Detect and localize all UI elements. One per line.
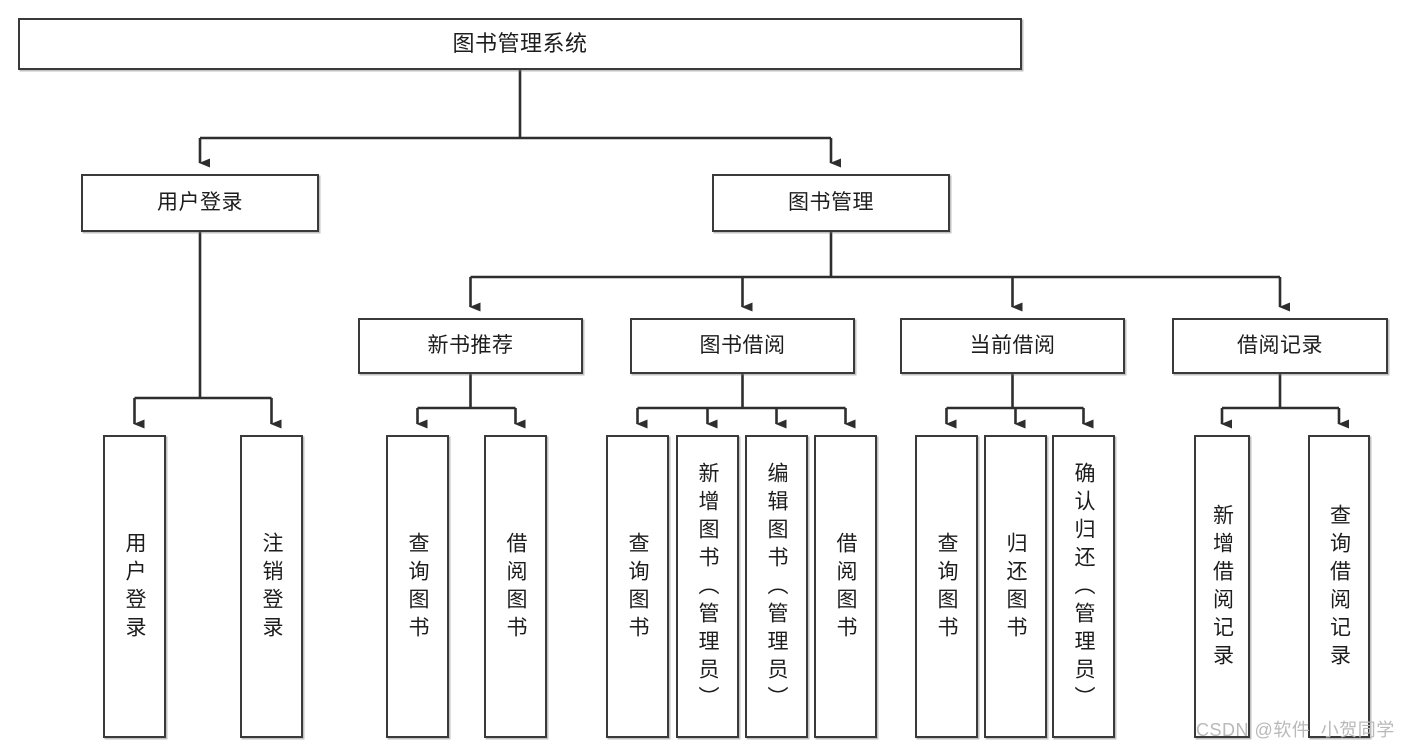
node-new-book-recommend[interactable]: 新书推荐: [358, 318, 583, 374]
node-book-borrow-label: 图书借阅: [699, 333, 786, 357]
node-leaf-return-book[interactable]: 归还图书: [984, 435, 1047, 738]
node-borrow-record-label: 借阅记录: [1237, 333, 1323, 357]
node-current-borrow[interactable]: 当前借阅: [900, 318, 1125, 374]
node-book-manage[interactable]: 图书管理: [712, 174, 950, 232]
node-leaf-user-login-label: 用户登录: [123, 531, 146, 644]
node-leaf-edit-book-label: 编辑图书（管理员）: [765, 461, 788, 714]
node-leaf-query-book-3[interactable]: 查询图书: [915, 435, 978, 738]
node-leaf-borrow-book-2-label: 借阅图书: [834, 531, 857, 644]
node-leaf-add-book-label: 新增图书（管理员）: [696, 461, 719, 714]
node-leaf-logout-label: 注销登录: [260, 531, 283, 644]
node-leaf-query-record[interactable]: 查询借阅记录: [1308, 435, 1370, 738]
node-leaf-user-login[interactable]: 用户登录: [103, 435, 166, 738]
node-leaf-add-record[interactable]: 新增借阅记录: [1194, 435, 1250, 738]
node-new-book-recommend-label: 新书推荐: [427, 333, 514, 357]
node-root-system-label: 图书管理系统: [452, 31, 588, 57]
node-user-login-label: 用户登录: [157, 190, 243, 214]
node-current-borrow-label: 当前借阅: [969, 333, 1056, 357]
node-leaf-edit-book[interactable]: 编辑图书（管理员）: [745, 435, 808, 738]
node-borrow-record[interactable]: 借阅记录: [1172, 318, 1388, 374]
node-book-manage-label: 图书管理: [788, 190, 874, 214]
node-leaf-query-book-1[interactable]: 查询图书: [386, 435, 449, 738]
node-root-system[interactable]: 图书管理系统: [18, 18, 1022, 70]
node-user-login[interactable]: 用户登录: [81, 174, 319, 232]
node-leaf-logout[interactable]: 注销登录: [240, 435, 303, 738]
node-leaf-return-book-label: 归还图书: [1004, 531, 1027, 644]
node-leaf-confirm-return-label: 确认归还（管理员）: [1072, 461, 1095, 714]
node-leaf-borrow-book-2[interactable]: 借阅图书: [814, 435, 877, 738]
node-leaf-query-book-1-label: 查询图书: [406, 531, 429, 644]
node-leaf-query-book-2-label: 查询图书: [626, 531, 649, 644]
node-leaf-query-book-2[interactable]: 查询图书: [606, 435, 669, 738]
node-leaf-add-record-label: 新增借阅记录: [1210, 503, 1234, 672]
node-leaf-borrow-book-1-label: 借阅图书: [504, 531, 527, 644]
node-book-borrow[interactable]: 图书借阅: [630, 318, 855, 374]
node-leaf-add-book[interactable]: 新增图书（管理员）: [676, 435, 739, 738]
node-leaf-query-book-3-label: 查询图书: [935, 531, 958, 644]
node-leaf-query-record-label: 查询借阅记录: [1327, 503, 1351, 672]
node-leaf-borrow-book-1[interactable]: 借阅图书: [484, 435, 547, 738]
node-leaf-confirm-return[interactable]: 确认归还（管理员）: [1052, 435, 1115, 738]
